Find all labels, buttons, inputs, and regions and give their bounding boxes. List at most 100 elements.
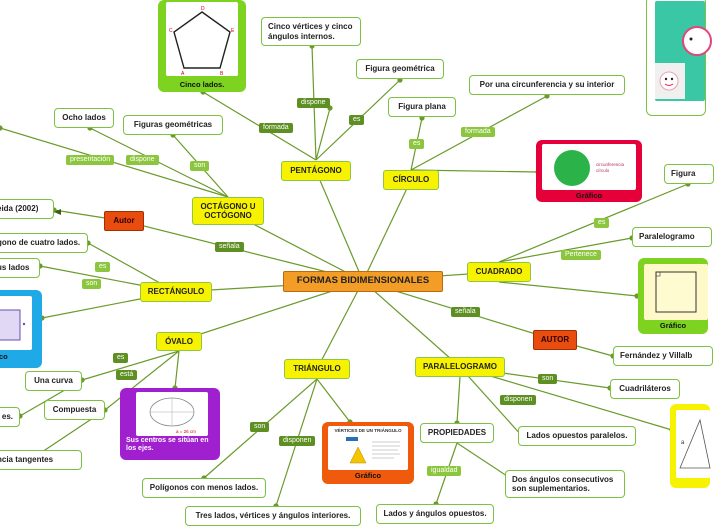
connector-line — [316, 280, 364, 370]
parallelogram-triangle-icon: a — [679, 418, 711, 469]
connector-dot — [0, 125, 3, 131]
tag-senala-right: señala — [451, 307, 480, 318]
vertex-label: E — [231, 28, 235, 34]
connector-line — [104, 350, 180, 411]
note-fernandez[interactable]: Fernández y Villalb — [613, 346, 713, 366]
tag-disponen-paralelogramo: disponen — [500, 395, 537, 406]
tag-disponen-triangulo: disponen — [279, 436, 316, 447]
tag-pertenece: Pertenece — [561, 250, 601, 261]
triangle-card[interactable]: VÉRTICES DE UN TRIÁNGULO Gráfico — [322, 422, 414, 484]
note-figuras-geometricas[interactable]: Figuras geométricas — [123, 115, 223, 135]
note-tangentes[interactable]: ncia tangentes — [0, 450, 82, 470]
node-paralelogramo[interactable]: PARALELOGRAMO — [415, 357, 505, 377]
connector-line — [498, 281, 638, 297]
note-una-curva[interactable]: Una curva — [25, 371, 82, 391]
note-propiedades[interactable]: PROPIEDADES — [420, 423, 494, 443]
tag-igualdad: igualdad — [427, 466, 462, 477]
connector-line — [362, 179, 412, 282]
triangle-icon — [346, 437, 400, 464]
note-cuatro-lados[interactable]: gono de cuatro lados. — [0, 233, 88, 253]
tag-formada-circulo: formada — [461, 127, 495, 138]
note-ocho-lados[interactable]: Ocho lados — [54, 108, 114, 128]
note-sus-lados[interactable]: us lados — [0, 258, 40, 278]
note-cinco-vertices[interactable]: Cinco vértices y cinco ángulos internos. — [261, 17, 361, 46]
oval-caption: Sus centros se sitúan en los ejes. — [126, 437, 209, 453]
circle-caption: Gráfico — [575, 191, 603, 200]
circle-icon — [554, 150, 590, 186]
node-triangulo[interactable]: TRIÁNGULO — [284, 359, 350, 379]
vertex-label: D — [201, 6, 205, 12]
connector-line — [89, 127, 229, 198]
note-figura-right[interactable]: Figura — [664, 164, 714, 184]
central-topic[interactable]: FORMAS BIDIMENSIONALES — [283, 271, 443, 292]
connector-line — [315, 107, 331, 161]
pentagon-caption: Cinco lados. — [179, 80, 225, 89]
triangle-card-right[interactable]: a — [670, 404, 711, 488]
note-poligonos[interactable]: Polígonos con menos lados. — [142, 478, 266, 498]
note-es-left[interactable]: es. — [0, 407, 20, 427]
triangle-caption: Gráfico — [354, 471, 382, 480]
tag-dispone-octagono: dispone — [126, 155, 159, 166]
square-icon — [655, 271, 697, 313]
face-card[interactable] — [646, 0, 712, 116]
rectangle-card-left[interactable]: fico — [0, 290, 42, 368]
circle-inner-text: circunferencia círculo — [596, 162, 625, 174]
node-autor-left[interactable]: Autor — [104, 211, 144, 231]
node-rectangulo[interactable]: RECTÁNGULO — [140, 282, 212, 302]
pentagon-icon: D E C A B — [169, 6, 235, 77]
square-caption: Gráfico — [659, 321, 687, 330]
connector-line — [362, 280, 461, 368]
note-dos-angulos[interactable]: Dos ángulos consecutivos son suplementar… — [505, 470, 625, 498]
rectangle-caption: fico — [0, 352, 8, 361]
circle-card[interactable]: circunferencia círculo Gráfico — [536, 140, 642, 202]
connector-line — [459, 366, 673, 431]
note-paralelogramo-right[interactable]: Paralelogramo — [632, 227, 712, 247]
note-compuesta[interactable]: Compuesta — [44, 400, 105, 420]
tag-dispone-pentagono: dispone — [297, 98, 330, 109]
note-lados-opuestos-paralelos[interactable]: Lados opuestos paralelos. — [518, 426, 636, 446]
tag-es-cuadrado: es — [594, 218, 610, 229]
note-euclides[interactable]: eida (2002) — [0, 199, 54, 219]
connector-line — [456, 442, 511, 479]
node-octagono[interactable]: OCTÁGONO U OCTÓGONO — [192, 197, 264, 225]
note-figura-plana[interactable]: Figura plana — [388, 97, 456, 117]
node-circulo[interactable]: CÍRCULO — [383, 170, 439, 190]
tag-es-rectangulo: es — [95, 262, 111, 273]
tag-es-pentagono: es — [349, 115, 365, 126]
note-circunferencia[interactable]: Por una circunferencia y su interior — [469, 75, 625, 95]
node-ovalo[interactable]: ÓVALO — [156, 332, 202, 351]
tag-son-rectangulo: son — [82, 279, 102, 290]
node-autor-right[interactable]: AUTOR — [533, 330, 577, 350]
connector-line — [174, 350, 180, 389]
vertex-label: C — [169, 28, 173, 34]
note-figura-geometrica[interactable]: Figura geométrica — [356, 59, 444, 79]
connector-line — [315, 170, 364, 282]
tag-senala-left: señala — [215, 242, 244, 253]
tag-son-paralelogramo: son — [538, 374, 558, 385]
node-cuadrado[interactable]: CUADRADO — [467, 262, 531, 282]
tag-son-octagono: son — [190, 161, 210, 172]
note-lados-angulos-opuestos[interactable]: Lados y ángulos opuestos. — [376, 504, 494, 524]
vertex-label: A — [181, 71, 185, 77]
note-tres-lados[interactable]: Tres lados, vértices y ángulos interiore… — [185, 506, 361, 526]
connector-line — [81, 350, 180, 381]
square-card[interactable]: Gráfico — [638, 258, 708, 334]
node-pentagono[interactable]: PENTÁGONO — [281, 161, 351, 181]
connector-line — [459, 366, 523, 437]
connector-line — [498, 183, 689, 263]
oval-card[interactable]: a = 26 cm Sus centros se sitúan en los e… — [120, 388, 220, 460]
vertex-label: B — [220, 71, 224, 77]
note-cuadrilateros[interactable]: Cuadriláteros — [610, 379, 680, 399]
rectangle-icon — [0, 309, 26, 341]
triangle-side-letter: a — [681, 440, 685, 446]
tag-presentacion: presentación — [66, 155, 115, 166]
tag-es-ovalo: es — [113, 353, 129, 364]
connector-line — [456, 376, 461, 424]
connector-line — [316, 378, 351, 423]
tag-son-triangulo: son — [250, 422, 270, 433]
pentagon-card[interactable]: D E C A B Cinco lados. — [158, 0, 246, 92]
smiley-icon — [655, 26, 712, 99]
arrow-head — [54, 209, 61, 215]
ellipse-icon: a = 26 cm — [149, 397, 196, 434]
tag-formada-pentagono: formada — [259, 123, 293, 134]
